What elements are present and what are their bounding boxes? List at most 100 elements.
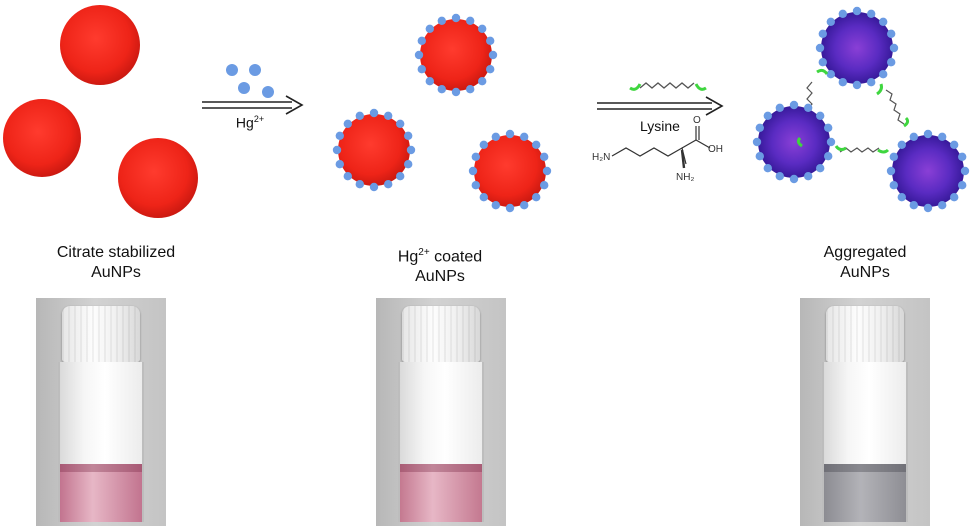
linker-glyph — [903, 116, 910, 128]
hg-ion-dot — [520, 132, 529, 141]
hg-ion-dot — [479, 140, 488, 149]
step1-label-text: Hg — [235, 114, 254, 131]
hg-ion-dot — [417, 65, 426, 74]
hg-ion-dot — [775, 103, 784, 113]
hg-ion-dot — [414, 50, 424, 60]
vial-solution — [60, 464, 142, 522]
hg-ion-dot — [491, 132, 500, 141]
hg-ion-dot — [958, 152, 967, 161]
stage2-caption-word: coated — [434, 248, 483, 266]
hg-ion-dot — [824, 152, 833, 161]
hg-ion-dot — [451, 87, 461, 97]
hg-ion-dot — [887, 58, 896, 67]
hg-ion-dot — [425, 77, 434, 86]
stage3-caption-line1: Aggregated — [823, 244, 907, 261]
hg-ion-dot — [479, 193, 488, 202]
hg-ion-dot — [451, 13, 461, 23]
hg-ion-dot — [542, 166, 552, 176]
vial-glass — [822, 362, 908, 522]
stage1-caption-line1: Citrate stabilized — [56, 244, 176, 261]
linker-glyph — [816, 68, 829, 75]
hg-ion-dot — [889, 43, 899, 53]
vial-photo-aggregated — [800, 298, 930, 526]
hg-ion-dot — [938, 201, 947, 210]
hg-ion-dot — [897, 193, 906, 202]
hg-ion-dot — [818, 29, 827, 38]
hg-ion-dot — [826, 70, 835, 79]
hg-ion-dot — [887, 29, 896, 38]
hg-ion-dot — [816, 111, 825, 121]
hg-ion-dot — [826, 17, 835, 26]
hg-ion-dot — [909, 132, 918, 141]
hg-ion-dot — [355, 111, 364, 121]
vial-cap — [402, 306, 480, 362]
hg-ion-dot — [867, 78, 876, 87]
hg-ion-dot — [384, 180, 393, 189]
hg-ion-dot — [332, 145, 342, 155]
vial-glass — [398, 362, 484, 522]
gold-nanoparticle — [60, 5, 140, 85]
hg-ion-dot — [249, 64, 261, 76]
hg-ion-dot — [852, 6, 862, 16]
hg-ion-dot — [950, 193, 959, 202]
hg-ion-dot — [923, 203, 933, 213]
hg-coated-particles — [332, 13, 552, 213]
hg-ion-dot — [889, 181, 898, 190]
gold-nanoparticle — [892, 135, 964, 207]
hg-addition-arrow — [202, 64, 304, 115]
vial-photo-hg-coated — [376, 298, 506, 526]
hg-ion-dot — [520, 201, 529, 210]
hg-ion-dot — [404, 160, 413, 169]
hg-ion-dot — [960, 166, 970, 176]
linker-glyph — [834, 145, 847, 152]
stage1-caption-line2: AuNPs — [91, 264, 141, 281]
hg-ion-dot — [478, 77, 487, 86]
vial-solution — [400, 464, 482, 522]
hg-ion-dot — [755, 123, 764, 132]
hg-ion-dot — [889, 152, 898, 161]
hg-ion-dot — [406, 145, 416, 155]
hg-ion-dot — [789, 100, 799, 110]
hg-ion-dot — [897, 140, 906, 149]
hg-ion-dot — [818, 58, 827, 67]
hg-ion-dot — [838, 78, 847, 87]
gold-nanoparticle — [474, 135, 546, 207]
hg-ion-dot — [923, 129, 933, 139]
hg-ion-dot — [486, 65, 495, 74]
hg-ion-dot — [491, 201, 500, 210]
gold-nanoparticle — [338, 114, 410, 186]
hg-ion-dot — [437, 16, 446, 25]
hg-ion-dot — [540, 181, 549, 190]
hg-ion-dot — [335, 131, 344, 140]
vial-photo-citrate — [36, 298, 166, 526]
vial-solution — [824, 464, 906, 522]
hg-ion-dot — [262, 86, 274, 98]
gold-nanoparticle — [758, 106, 830, 178]
hg-ion-dot — [404, 131, 413, 140]
hg-ion-dot — [752, 137, 762, 147]
hg-ion-dot — [425, 24, 434, 33]
step1-label: Hg2+ — [230, 114, 270, 131]
step2-label-text: Lysine — [640, 118, 680, 134]
hg-ion-dot — [804, 103, 813, 113]
hg-ion-dot — [826, 137, 836, 147]
hg-ion-dot — [437, 85, 446, 94]
aggregate-linker-ends — [796, 68, 910, 154]
hg-ion-dot — [815, 43, 825, 53]
stage3-caption-line2: AuNPs — [840, 264, 890, 281]
vial-glass — [58, 362, 144, 522]
hg-ion-dot — [471, 152, 480, 161]
vial-cap — [62, 306, 140, 362]
hg-ion-dot — [532, 140, 541, 149]
hg-ion-dot — [867, 9, 876, 18]
hg-ion-dot — [755, 152, 764, 161]
hg-ion-dot — [789, 174, 799, 184]
hg-ion-dot — [343, 119, 352, 128]
hg-ion-dot — [343, 172, 352, 181]
atom-label-o: O — [693, 115, 701, 126]
hg-ion-dot — [532, 193, 541, 202]
hg-ion-dot — [804, 172, 813, 181]
hg-ion-dot — [396, 172, 405, 181]
atom-label-oh: OH — [708, 144, 723, 155]
